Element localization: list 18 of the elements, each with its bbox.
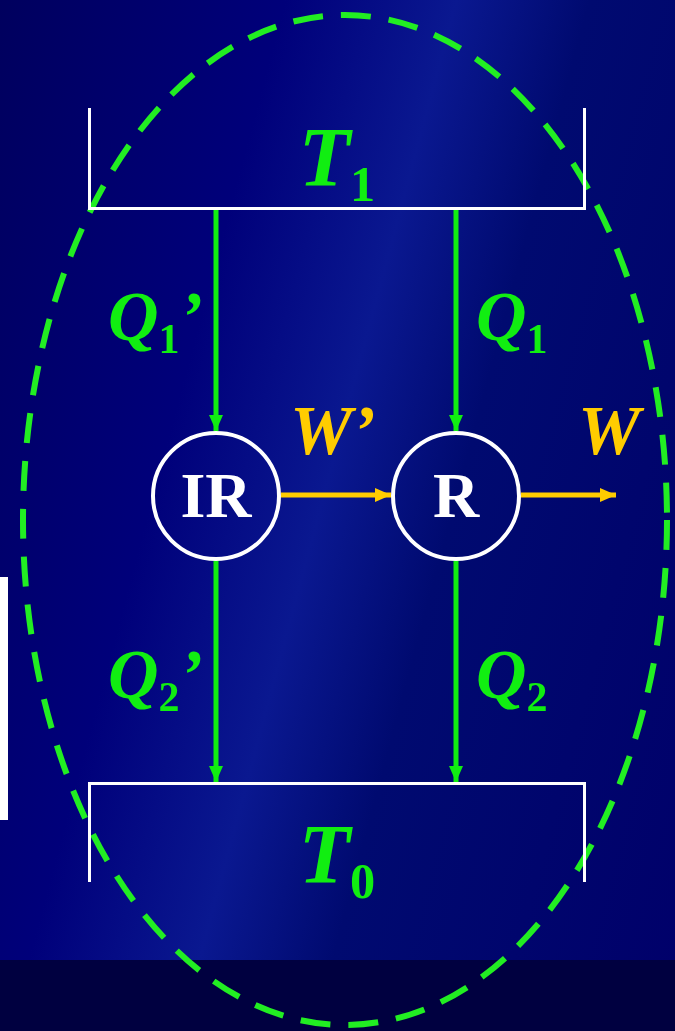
- heat-engine-circle: [151, 431, 281, 561]
- edge-label: W’: [290, 396, 376, 466]
- temperature-label: T$_{1}$: [298, 116, 376, 210]
- edge-label: Q$_{1}$’: [108, 282, 203, 360]
- arrow: [281, 488, 391, 502]
- arrow: [449, 210, 463, 431]
- heat-reservoir: [88, 108, 586, 210]
- arrow: [521, 488, 616, 502]
- engine-label: IR: [180, 464, 252, 528]
- edge-label: Q$_{2}$’: [108, 640, 203, 718]
- arrow: [449, 561, 463, 782]
- arrow: [209, 561, 223, 782]
- arrow: [209, 210, 223, 431]
- edge-label: Q$_{1}$: [476, 282, 548, 360]
- heat-engine-circle: [391, 431, 521, 561]
- edge-label: Q$_{2}$: [476, 640, 548, 718]
- temperature-label: T$_{0}$: [298, 813, 376, 907]
- engine-label: R: [432, 464, 480, 528]
